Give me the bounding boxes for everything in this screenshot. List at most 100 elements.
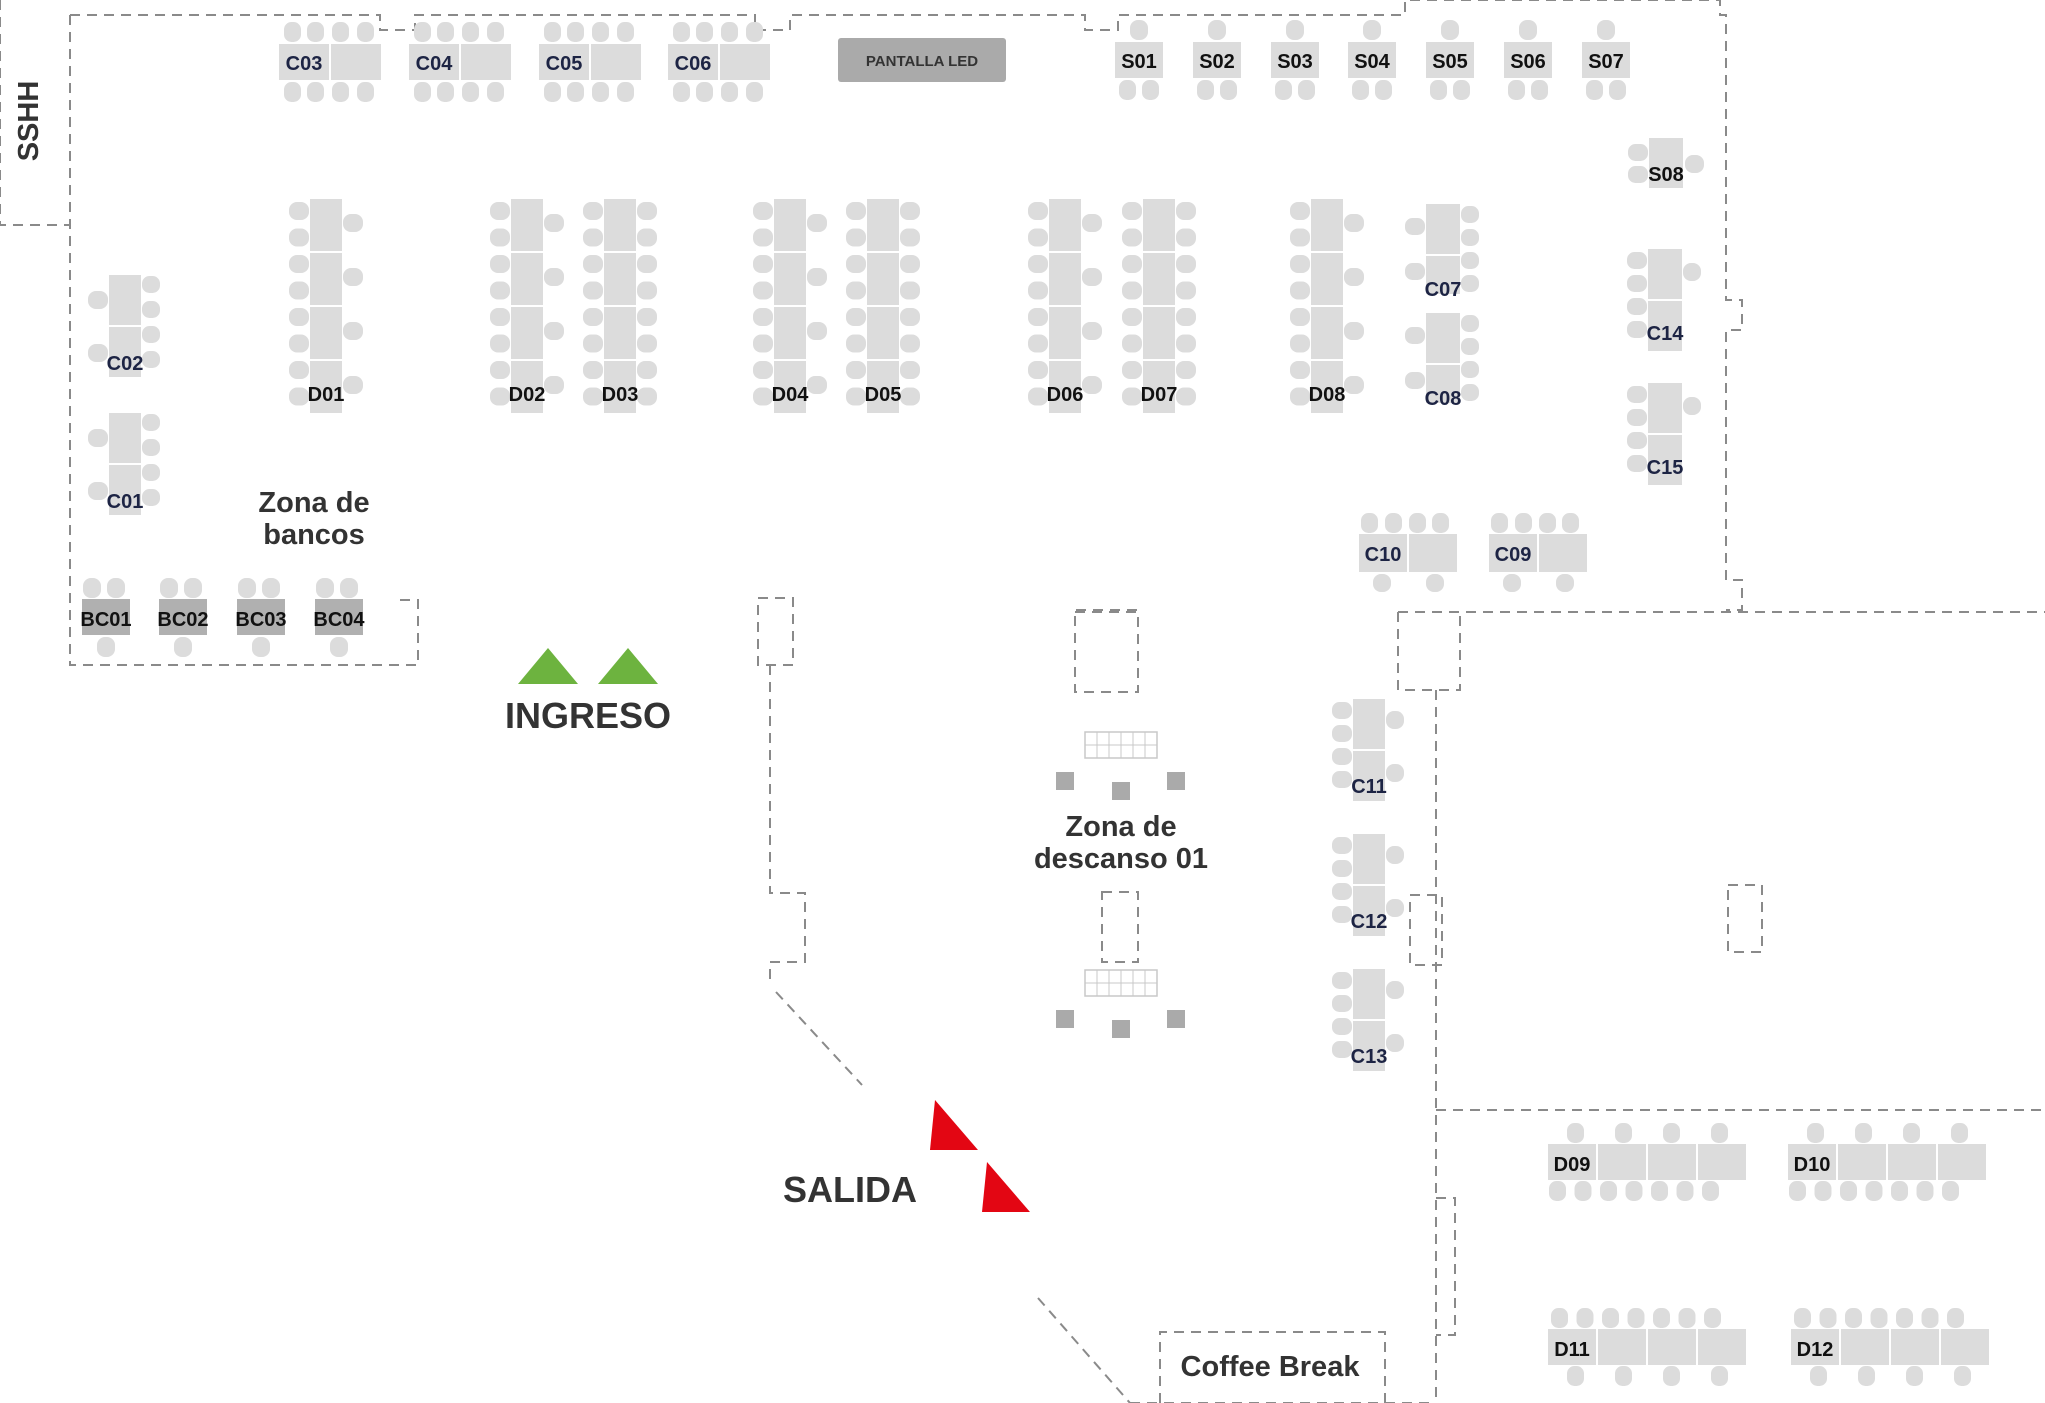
chair	[1600, 1181, 1617, 1201]
table-d07: D07	[1122, 197, 1196, 415]
chair	[1176, 255, 1196, 273]
chair	[1551, 1308, 1568, 1328]
table-label: C07	[1425, 279, 1462, 301]
chair	[1916, 1181, 1934, 1201]
table-label: S06	[1510, 51, 1546, 73]
chair	[1332, 972, 1352, 989]
table-c10: C10	[1357, 513, 1459, 592]
chair	[1028, 255, 1048, 273]
table-label: C06	[675, 53, 712, 75]
chair	[1789, 1181, 1806, 1201]
chair	[1028, 387, 1048, 406]
table-s02: S02	[1191, 20, 1243, 100]
chair	[1130, 20, 1148, 40]
table-label: S02	[1199, 51, 1235, 73]
chair	[1373, 574, 1391, 592]
chair	[1430, 80, 1447, 100]
chair	[1663, 1366, 1680, 1386]
table-s05: S05	[1424, 20, 1476, 100]
chair	[583, 281, 603, 300]
table-segment	[1646, 381, 1684, 435]
chair	[1363, 20, 1381, 40]
chair	[746, 82, 763, 102]
chair	[696, 22, 713, 42]
table-d08: D08	[1290, 197, 1364, 415]
pillar-b	[1409, 894, 1443, 966]
table-segment	[1351, 967, 1387, 1021]
table-segment	[1646, 247, 1684, 301]
table-segment	[1407, 532, 1459, 574]
chair	[142, 276, 160, 293]
chair	[1142, 80, 1159, 100]
table-segment	[1836, 1142, 1888, 1182]
table-segment	[1351, 832, 1387, 886]
table-segment	[1537, 532, 1589, 574]
chair	[637, 308, 657, 326]
chair	[1405, 218, 1425, 235]
table-c07: C07	[1405, 202, 1479, 301]
table-segment	[865, 251, 901, 307]
chair	[1122, 255, 1142, 273]
chair	[462, 22, 479, 42]
chair	[1386, 764, 1404, 782]
table-segment	[1047, 359, 1083, 415]
table-label: S03	[1277, 51, 1313, 73]
chair	[807, 268, 827, 286]
chair	[252, 637, 270, 657]
chair	[1702, 1181, 1719, 1201]
chair	[1028, 228, 1048, 247]
chair	[900, 228, 920, 247]
chair	[490, 361, 510, 379]
table-segment	[1351, 697, 1387, 751]
chair	[1332, 1041, 1352, 1058]
table-label: C12	[1351, 911, 1388, 933]
chair	[1122, 334, 1142, 353]
chair	[1627, 275, 1647, 292]
lounge-set-lower	[1056, 969, 1185, 1038]
chair	[1197, 80, 1214, 100]
table-d02: D02	[490, 197, 564, 415]
table-segment	[1141, 251, 1177, 307]
pillar-f	[757, 597, 794, 666]
table-segment	[1889, 1327, 1941, 1367]
chair	[1539, 513, 1556, 533]
chair	[721, 82, 738, 102]
chair	[1028, 308, 1048, 326]
chair	[289, 202, 309, 220]
table-segment	[1351, 749, 1387, 803]
chair	[617, 22, 634, 42]
chair	[1290, 334, 1310, 353]
table-c01: C01	[88, 411, 160, 517]
chair	[1870, 1308, 1888, 1328]
chair	[1332, 725, 1352, 742]
chair	[1386, 899, 1404, 917]
chair	[1453, 80, 1470, 100]
chair	[284, 82, 301, 102]
table-segment	[1646, 1327, 1698, 1367]
chair	[1609, 80, 1626, 100]
chair	[1344, 214, 1364, 232]
bench-bc02: BC02	[157, 578, 209, 657]
chair	[1683, 263, 1701, 281]
chair	[1896, 1308, 1913, 1328]
table-label: C03	[286, 53, 323, 75]
table-label: C10	[1365, 544, 1402, 566]
chair	[1028, 202, 1048, 220]
chair	[1491, 513, 1508, 533]
sshh-label: SSHH	[13, 81, 45, 162]
table-segment	[772, 251, 808, 307]
chair	[1627, 298, 1647, 315]
chair	[1461, 384, 1479, 401]
table-segment	[1351, 1019, 1387, 1073]
table-segment	[772, 359, 808, 415]
table-label: D10	[1794, 1154, 1831, 1176]
chair	[1819, 1308, 1837, 1328]
chair	[289, 361, 309, 379]
table-segment	[1696, 1327, 1748, 1367]
table-segment	[1141, 197, 1177, 253]
table-segment	[1047, 305, 1083, 361]
table-segment	[1596, 1142, 1648, 1182]
chair	[1685, 155, 1704, 173]
table-segment	[602, 197, 638, 253]
table-segment	[1113, 40, 1165, 80]
